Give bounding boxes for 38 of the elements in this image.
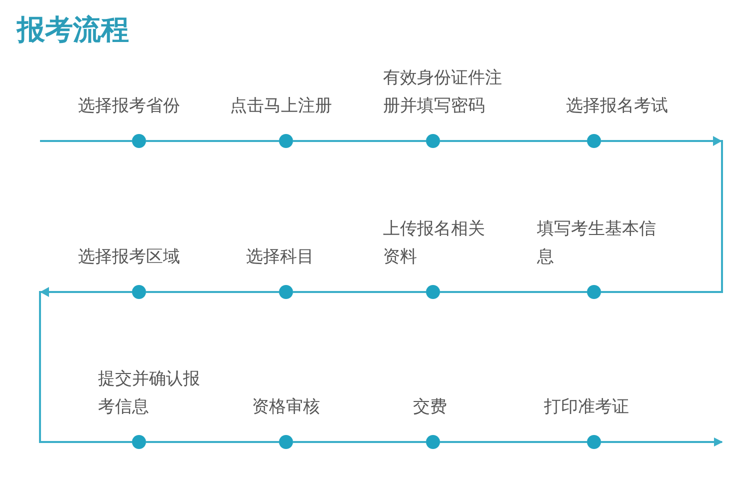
step-label: 有效身份证件注册并填写密码 (383, 67, 503, 118)
step-dot (426, 435, 440, 449)
title: 报考流程 (17, 12, 129, 48)
step-dot (587, 285, 601, 299)
step-dot (132, 435, 146, 449)
step-dot (132, 134, 146, 148)
step-dot (132, 285, 146, 299)
connector-line (440, 441, 587, 443)
step-label: 选择科目 (246, 246, 315, 269)
connector-line (146, 441, 279, 443)
connector-line (293, 291, 426, 293)
step-label: 上传报名相关资料 (383, 218, 486, 269)
arrow (39, 287, 132, 443)
step-label: 选择报考区域 (78, 246, 181, 269)
connector-line (146, 140, 279, 142)
connector-line (293, 140, 426, 142)
connector-line (146, 291, 279, 293)
connector-line (440, 291, 587, 293)
step-dot (426, 134, 440, 148)
connector-line (293, 441, 426, 443)
step-label: 选择报名考试 (566, 95, 669, 118)
step-label: 选择报考省份 (78, 95, 181, 118)
step-dot (279, 435, 293, 449)
step-dot (587, 435, 601, 449)
arrow (601, 438, 723, 446)
step-dot (426, 285, 440, 299)
step-label: 提交并确认报考信息 (98, 368, 201, 419)
step-label: 填写考生基本信息 (537, 218, 657, 269)
step-dot (279, 285, 293, 299)
step-label: 打印准考证 (544, 396, 630, 419)
step-dot (587, 134, 601, 148)
connector-line (440, 140, 587, 142)
step-label: 交费 (413, 396, 448, 419)
step-label: 资格审核 (252, 396, 321, 419)
step-dot (279, 134, 293, 148)
connector-line (40, 140, 132, 142)
arrow (601, 136, 723, 293)
step-label: 点击马上注册 (230, 95, 333, 118)
